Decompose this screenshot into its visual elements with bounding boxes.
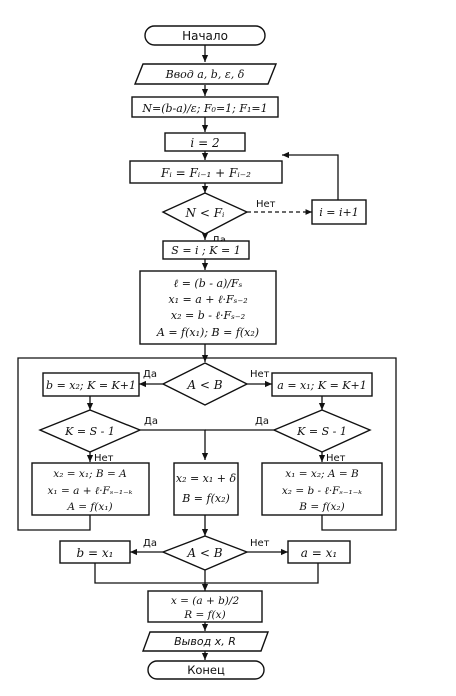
end-label: Конец [187, 663, 225, 677]
n-less-f-label: N < Fᵢ [185, 206, 226, 220]
init-label: N=(b-a)/ε; F₀=1; F₁=1 [141, 102, 267, 115]
s-assign-process [162, 240, 250, 260]
right-update-line-3: B = f(x₂) [298, 501, 344, 513]
s-assign-label: S = i ; K = 1 [171, 244, 240, 257]
middle-update-line-2: B = f(x₂) [181, 492, 230, 505]
n-less-f-decision [161, 192, 249, 235]
k-check-right-label: K = S - 1 [296, 425, 347, 438]
fib-process [129, 160, 283, 184]
i-increment-label: i = i+1 [319, 206, 358, 219]
k-check-right-decision [272, 409, 372, 453]
connectors [17, 45, 397, 660]
right-update-line-2: x₂ = b - ℓ·Fₛ₋₁₋ₖ [282, 485, 362, 497]
a-less-b-decision-2 [161, 535, 249, 571]
left-update-line-3: A = f(x₁) [66, 501, 112, 513]
no-label-ab2: Нет [250, 538, 270, 549]
calc-line-1: ℓ = (b - a)/Fₛ [174, 277, 243, 290]
a-assign-process [287, 540, 351, 564]
output-node [141, 631, 270, 652]
yes-label-kr: Да [255, 416, 269, 427]
left-update-line-2: x₁ = a + ℓ·Fₛ₋₁₋ₖ [48, 485, 133, 497]
calc-line-4: A = f(x₁); B = f(x₂) [156, 326, 259, 339]
yes-label-kl: Да [144, 416, 158, 427]
i-assign-label: i = 2 [190, 136, 219, 150]
middle-update-line-1: x₂ = x₁ + δ [176, 472, 237, 485]
left-update-line-1: x₂ = x₁; B = A [53, 468, 127, 480]
end-terminal [147, 660, 265, 680]
right-update-process [261, 462, 383, 516]
calc-line-3: x₂ = b - ℓ·Fₛ₋₂ [171, 309, 245, 322]
no-label-kr: Нет [326, 453, 346, 464]
start-terminal [144, 25, 266, 46]
b-assign-label: b = x₁ [77, 546, 114, 560]
i-increment-process [311, 199, 367, 225]
fib-label: Fᵢ = Fᵢ₋₁ + Fᵢ₋₂ [160, 166, 251, 180]
start-label: Начало [182, 29, 228, 43]
b-assign-process [59, 540, 131, 564]
calc-line-2: x₁ = a + ℓ·Fₛ₋₂ [168, 293, 247, 306]
a-less-b-label-1: A < B [186, 378, 222, 392]
right-update-line-1: x₁ = x₂; A = B [285, 468, 359, 480]
yes-label-ab1: Да [143, 369, 157, 380]
init-process [131, 96, 279, 118]
i-assign-process [164, 132, 246, 152]
calc-process [139, 270, 277, 345]
a-assign-label: a = x₁ [301, 546, 337, 560]
input-node [133, 63, 278, 85]
no-label-kl: Нет [94, 453, 114, 464]
final-process [147, 590, 263, 623]
input-label: Ввод a, b, ε, δ [165, 68, 245, 81]
final-line-1: x = (a + b)/2 [171, 595, 240, 607]
k-check-left-label: K = S - 1 [64, 425, 115, 438]
middle-update-process [173, 462, 239, 516]
yes-label-ab2: Да [143, 538, 157, 549]
right-assign-label: a = x₁; K = K+1 [277, 379, 366, 392]
output-label: Вывод x, R [174, 635, 236, 648]
a-less-b-decision-1 [161, 362, 249, 406]
right-assign-process [271, 372, 373, 397]
left-assign-label: b = x₂; K = K+1 [46, 379, 136, 392]
final-line-2: R = f(x) [183, 609, 225, 621]
k-check-left-decision [38, 409, 142, 453]
left-assign-process [42, 372, 140, 397]
a-less-b-label-2: A < B [186, 546, 222, 560]
no-label: Нет [256, 199, 276, 210]
left-update-process [31, 462, 150, 516]
no-label-ab1: Нет [250, 369, 270, 380]
